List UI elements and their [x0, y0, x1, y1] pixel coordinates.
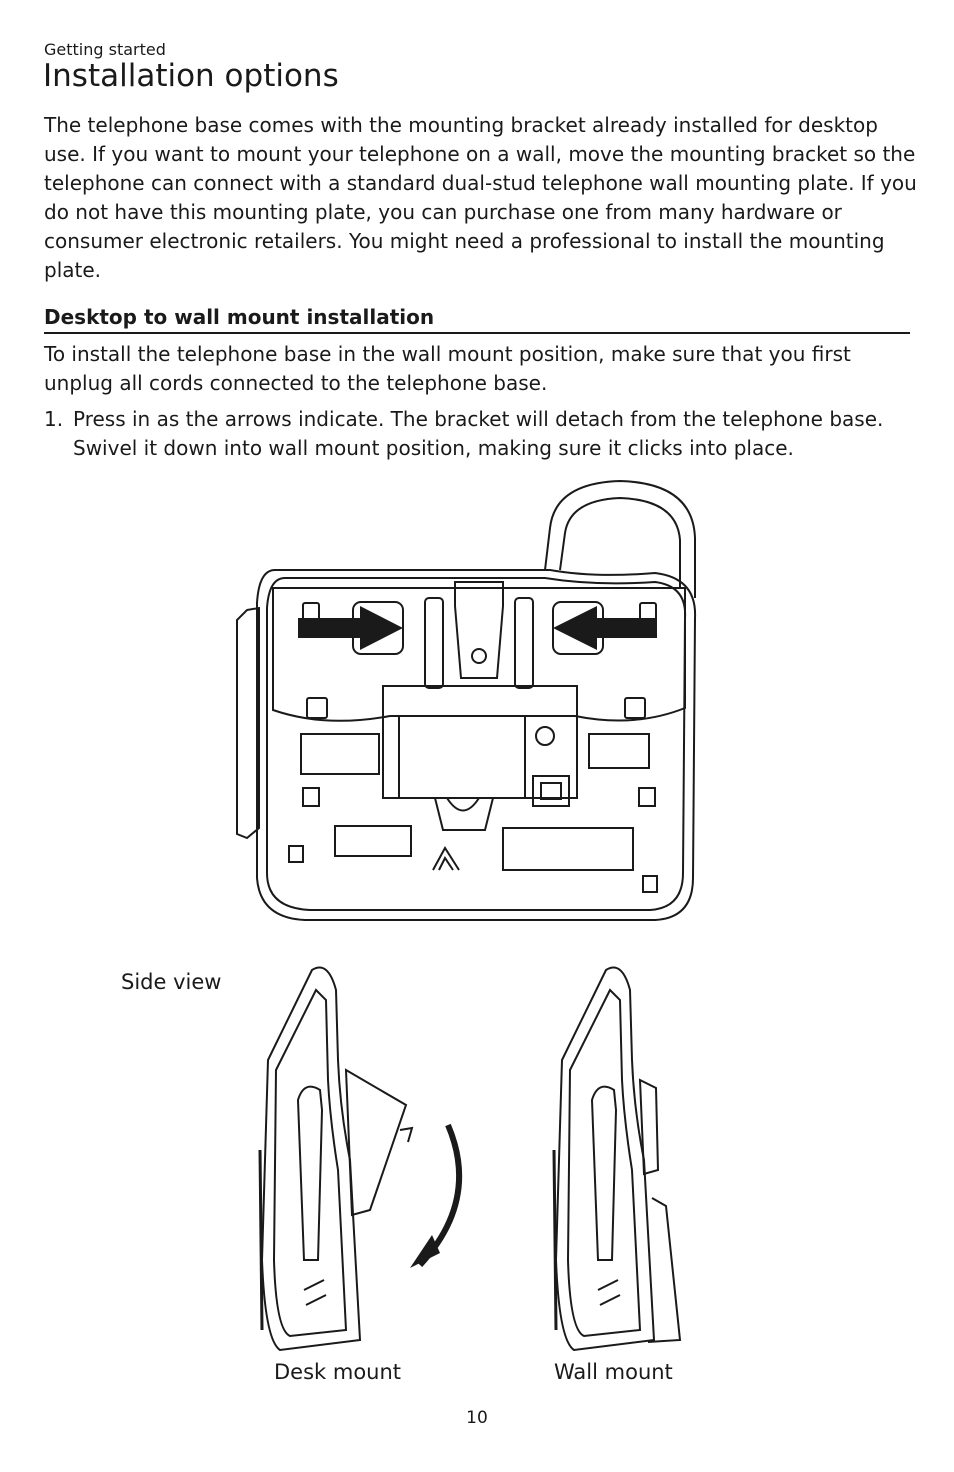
side-view-label: Side view [121, 970, 222, 994]
wall-mount-label: Wall mount [554, 1360, 673, 1384]
step-item: 1. Press in as the arrows indicate. The … [44, 405, 924, 463]
side-view-illustration [258, 966, 682, 1352]
intro-paragraph: The telephone base comes with the mounti… [44, 113, 917, 282]
step-number: 1. [44, 407, 64, 431]
section-label: Getting started [44, 40, 166, 59]
subsection-heading: Desktop to wall mount installation [44, 305, 910, 334]
subsection-paragraph: To install the telephone base in the wal… [44, 342, 851, 395]
telephone-base-top-view-illustration [236, 479, 697, 921]
desk-mount-phone [258, 966, 463, 1352]
page-title: Installation options [43, 58, 339, 94]
wall-mount-phone [552, 966, 682, 1352]
step-text: Press in as the arrows indicate. The bra… [73, 407, 884, 460]
page-number: 10 [466, 1408, 488, 1428]
desk-mount-label: Desk mount [274, 1360, 402, 1384]
